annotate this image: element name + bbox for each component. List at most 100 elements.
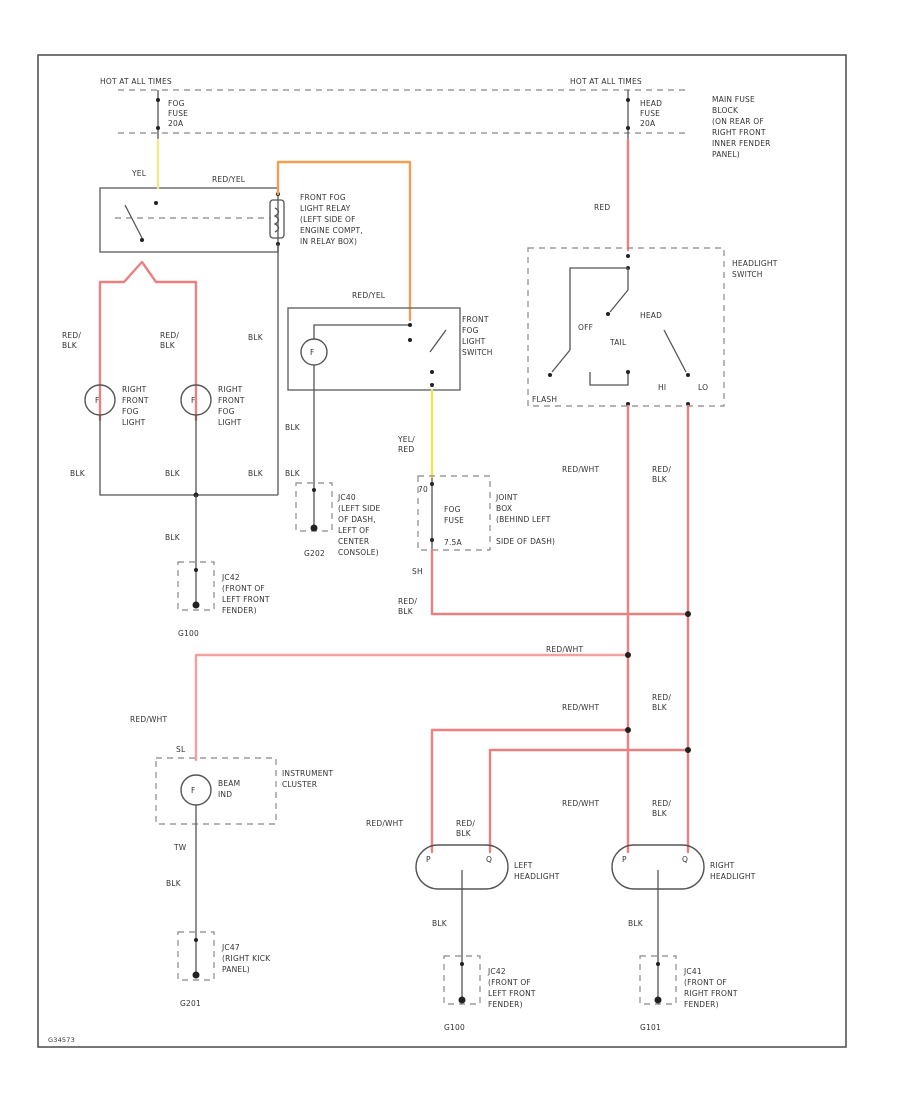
jc41-box [639,955,677,1005]
label-red-blk-6a: RED/ [456,819,475,828]
g202-ground-point [310,524,318,532]
head-fuse-label-1: HEAD [640,99,662,108]
svg-text:LIGHT RELAY: LIGHT RELAY [300,204,351,213]
right-front-fog-light-a-label: RIGHT FRONT FOG LIGHT [122,385,149,427]
hs-off-arm [551,349,571,373]
svg-text:SIDE OF DASH): SIDE OF DASH) [496,537,555,546]
svg-text:(ON REAR OF: (ON REAR OF [712,117,764,126]
fog-relay-label: FRONT FOG LIGHT RELAY (LEFT SIDE OF ENGI… [300,193,363,246]
fog-switch-lamp-feed [313,324,410,339]
fog-relay-contact-1 [154,201,158,205]
svg-text:HEADLIGHT: HEADLIGHT [514,872,560,881]
left-headlight-label: LEFT HEADLIGHT [514,861,560,881]
fog-fuse-label-2: FUSE [168,109,188,118]
wire-blk-fog-grounds [99,415,278,496]
svg-text:7.5A: 7.5A [444,538,463,547]
wire-red-yel-relay [276,160,412,322]
g100-ground-point [192,601,200,609]
right-hl-q: Q [682,855,688,864]
label-red-blk-3a: RED/ [398,597,417,606]
label-blk-rh: BLK [628,919,644,928]
fog-fuse-2-top [430,482,434,486]
fog-relay-box [99,187,279,253]
label-blk-right: BLK [248,469,264,478]
svg-text:(FRONT OF: (FRONT OF [488,978,531,987]
fog-switch-terminal-2 [408,338,412,342]
fog-relay-switch-arm [124,204,143,239]
jc42-bottom-label: JC42 (FRONT OF LEFT FRONT FENDER) [487,967,536,1009]
fog-fuse-2-label: FOG FUSE 7.5A [444,505,464,547]
label-sl: SL [176,745,186,754]
diagram-frame [37,54,847,1048]
label-red-blk-4b: BLK [652,475,668,484]
hs-out-lo [686,402,690,406]
hs-hi-contact [626,370,630,374]
hs-lo-contact [686,373,690,377]
svg-text:BOX: BOX [496,504,512,513]
label-red-blk-6b: BLK [456,829,472,838]
headlight-switch-label: HEADLIGHT SWITCH [732,259,778,279]
hs-head-label: HEAD [640,311,662,320]
svg-text:HEADLIGHT: HEADLIGHT [710,872,756,881]
svg-text:FRONT: FRONT [122,396,149,405]
label-blk-mid: BLK [165,469,181,478]
right-hl-p: P [622,855,627,864]
jc42-top-label: JC42 (FRONT OF LEFT FRONT FENDER) [221,573,270,615]
hs-off-label: OFF [578,323,593,332]
svg-text:JC47: JC47 [221,943,240,952]
label-red-blk-7a: RED/ [652,799,671,808]
svg-text:JC42: JC42 [487,967,506,976]
hs-bus-left [569,267,628,350]
label-red-wht-2: RED/WHT [546,645,584,654]
svg-text:CLUSTER: CLUSTER [282,780,317,789]
label-red-wht-6: RED/WHT [562,799,600,808]
label-red-blk-3b: BLK [398,607,414,616]
label-red-yel-switch: RED/YEL [352,291,386,300]
label-red-blk-2b: BLK [160,341,176,350]
g101-ground-point [654,996,662,1004]
fog-relay-coil [269,199,285,239]
svg-text:RIGHT: RIGHT [218,385,243,394]
svg-text:FUSE: FUSE [444,516,464,525]
beam-indicator-lamp [180,774,212,806]
svg-text:(LEFT SIDE OF: (LEFT SIDE OF [300,215,356,224]
hs-main-contact [606,312,610,316]
fog-switch-label: FRONT FOG LIGHT SWITCH [462,315,492,357]
g201-label: G201 [180,999,201,1008]
svg-text:LEFT FRONT: LEFT FRONT [222,595,270,604]
wire-red-blk-fog-left [98,260,198,422]
hot-label-left: HOT AT ALL TIMES [100,77,172,86]
svg-text:CENTER: CENTER [338,537,369,546]
svg-text:JC41: JC41 [683,967,702,976]
jc42-top-terminal [194,568,198,572]
left-hl-q: Q [486,855,492,864]
beam-indicator-symbol: F [191,786,196,795]
label-yel: YEL [131,169,147,178]
label-blk-g202: BLK [285,469,301,478]
hs-tail-label: TAIL [609,338,627,347]
label-red-yel-top: RED/YEL [212,175,246,184]
svg-text:LIGHT: LIGHT [218,418,242,427]
label-red-blk-4a: RED/ [652,465,671,474]
hs-hi-label: HI [658,383,666,392]
svg-text:ENGINE COMPT,: ENGINE COMPT, [300,226,363,235]
fog-switch-arm [429,329,447,353]
label-tw: TW [173,843,187,852]
joint-box-outline [417,475,491,551]
svg-text:F: F [95,396,100,405]
svg-text:PANEL): PANEL) [712,150,740,159]
g101-label: G101 [640,1023,661,1032]
joint-box-label: JOINT BOX (BEHIND LEFT SIDE OF DASH) [495,493,555,546]
hs-main-arm [609,289,629,313]
label-red: RED [594,203,610,212]
svg-text:JOINT: JOINT [495,493,518,502]
g100b-ground-point [458,996,466,1004]
fog-fuse-label-1: FOG [168,99,185,108]
hs-flash-label: FLASH [532,395,557,404]
svg-text:FRONT: FRONT [462,315,489,324]
wire-red-wht-cluster [194,653,630,762]
hs-hi-link [589,372,629,386]
g202-label: G202 [304,549,325,558]
svg-text:RIGHT FRONT: RIGHT FRONT [712,128,766,137]
